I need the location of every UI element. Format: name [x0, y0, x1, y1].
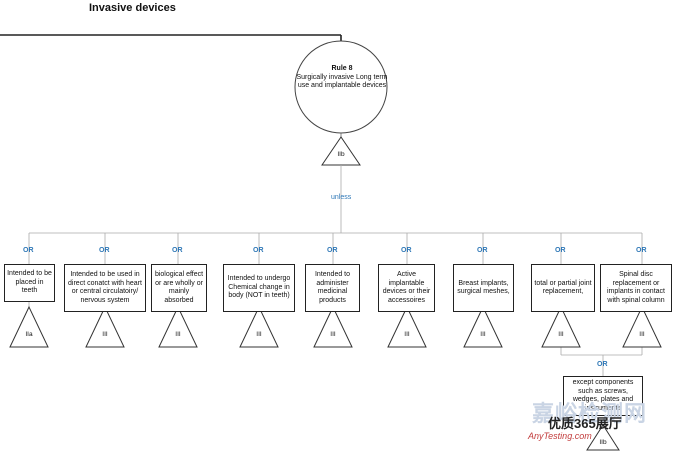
exception-text: except components such as screws, wedges…: [572, 379, 634, 412]
or-label: OR: [253, 247, 264, 254]
or-label: OR: [23, 247, 34, 254]
page-title: Invasive devices: [89, 2, 176, 14]
unless-label: unless: [331, 194, 352, 201]
rule-text: Rule 8 Surgically invasive Long term use…: [292, 65, 392, 91]
criterion-box: Intended to be placed in teeth: [4, 264, 55, 302]
criterion-box: biological effect or are wholly or mainl…: [151, 264, 207, 312]
branch-class-label: III: [102, 331, 108, 338]
branch-class-triangle: [313, 305, 353, 348]
branch-class-label: III: [480, 331, 486, 338]
criterion-text: Active implantable devices or their acce…: [382, 271, 431, 304]
watermark-url: AnyTesting.com: [528, 431, 592, 441]
rule-number: Rule 8: [331, 65, 353, 72]
branch-class-label: III: [256, 331, 262, 338]
exception-class-label: IIb: [599, 439, 607, 446]
or-label: OR: [477, 247, 488, 254]
branch-class-label: III: [175, 331, 181, 338]
criterion-text: Intended to be used in direct conatct wi…: [68, 271, 142, 304]
rule-class-label: IIb: [337, 151, 345, 158]
criterion-box: Intended to undergo Chemical change in b…: [223, 264, 295, 312]
rule-description: Surgically invasive Long term use and im…: [296, 73, 388, 90]
branch-class-triangle: [85, 305, 125, 348]
branch-class-triangle: [622, 305, 662, 348]
criterion-box: Active implantable devices or their acce…: [378, 264, 435, 312]
criterion-box: Intended to be used in direct conatct wi…: [64, 264, 146, 312]
criterion-text: Breast implants, surgical meshes,: [457, 279, 510, 296]
branch-class-label: III: [639, 331, 645, 338]
exception-or-label: OR: [597, 361, 608, 368]
branch-class-label: III: [558, 331, 564, 338]
watermark-text: 嘉峪检测网: [532, 401, 648, 426]
criterion-box: Breast implants, surgical meshes,: [453, 264, 514, 312]
branch-class-triangle: [158, 305, 198, 348]
branch-class-triangle: [387, 305, 427, 348]
criterion-text: Spinal disc replacement or implants in c…: [607, 271, 665, 304]
branch-class-label: IIa: [25, 331, 33, 338]
criterion-text: biological effect or are wholly or mainl…: [154, 271, 204, 304]
watermark-subtext: 优质365展厅: [548, 416, 622, 431]
criterion-box: total or partial joint replacement,: [531, 264, 595, 312]
criterion-text: Intended to undergo Chemical change in b…: [227, 275, 291, 300]
branch-class-triangle: [541, 305, 581, 348]
criterion-box: Intended to administer medicinal product…: [305, 264, 360, 312]
exception-class-triangle: [586, 424, 620, 451]
or-label: OR: [327, 247, 338, 254]
or-label: OR: [172, 247, 183, 254]
criterion-box: Spinal disc replacement or implants in c…: [600, 264, 672, 312]
criterion-text: Intended to administer medicinal product…: [314, 271, 351, 304]
criterion-text: Intended to be placed in teeth: [7, 270, 52, 295]
or-label: OR: [636, 247, 647, 254]
exception-box: except components such as screws, wedges…: [563, 376, 643, 416]
branch-class-label: III: [330, 331, 336, 338]
branch-class-triangle: [463, 305, 503, 348]
criterion-text: total or partial joint replacement,: [534, 279, 592, 296]
branch-class-label: III: [404, 331, 410, 338]
branch-class-triangle: [239, 305, 279, 348]
or-label: OR: [555, 247, 566, 254]
branch-class-triangle: [9, 305, 49, 348]
or-label: OR: [401, 247, 412, 254]
or-label: OR: [99, 247, 110, 254]
